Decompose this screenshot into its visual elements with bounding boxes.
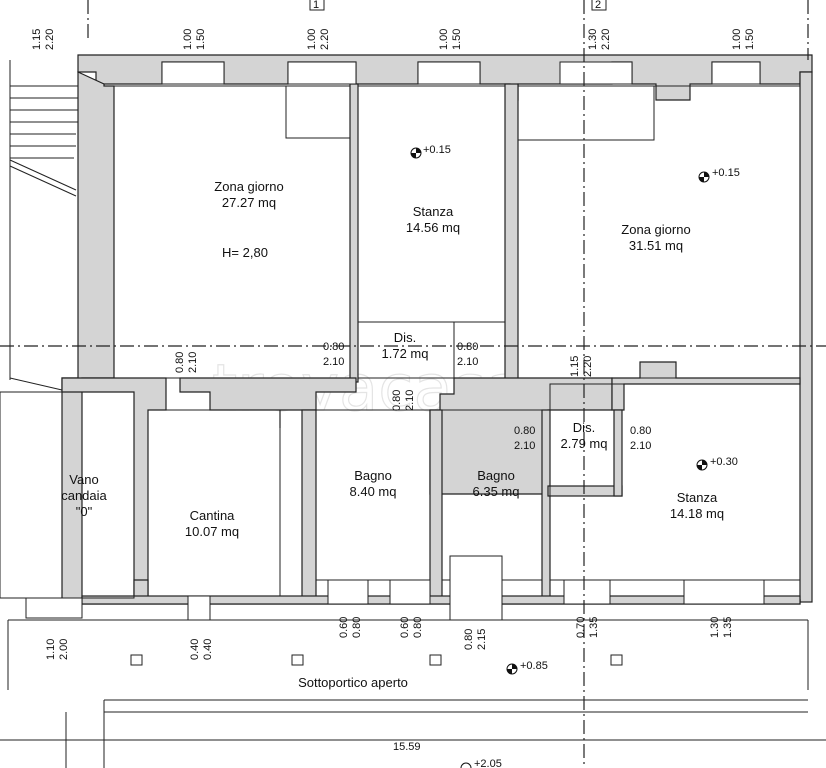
level-marker-stanza-2: +0.30: [696, 456, 738, 471]
room-area-dis-1: 1.72 mq: [382, 346, 429, 361]
svg-text:2.10: 2.10: [630, 440, 651, 452]
level-marker-bottom: +2.05: [460, 758, 502, 768]
room-name-zona-giorno-1: Zona giorno: [214, 179, 283, 194]
svg-text:2.00: 2.00: [58, 639, 70, 660]
room-name-dis-2: Dis.: [573, 420, 595, 435]
svg-text:0.80: 0.80: [412, 617, 424, 638]
level-marker-stanza-1: +0.15: [410, 144, 451, 159]
level-markers: +0.15 +0.15 +0.30 +0.85 +2.05: [410, 144, 740, 768]
svg-text:0.80: 0.80: [323, 341, 344, 353]
room-name-zona-giorno-2: Zona giorno: [621, 222, 690, 237]
svg-text:2.15: 2.15: [476, 629, 488, 650]
svg-text:2.20: 2.20: [44, 29, 56, 50]
svg-text:0.80: 0.80: [514, 425, 535, 437]
overall-dimension: 15.59: [393, 741, 421, 753]
svg-text:1.50: 1.50: [744, 29, 756, 50]
level-marker-zona-giorno-2: +0.15: [698, 167, 740, 183]
room-area-dis-2: 2.79 mq: [561, 436, 608, 451]
level-marker-sottoportico: +0.85: [506, 660, 548, 675]
svg-text:+0.15: +0.15: [712, 167, 740, 179]
room-area-bagno-2: 6.35 mq: [473, 484, 520, 499]
svg-text:0.70: 0.70: [575, 617, 587, 638]
svg-text:0.80: 0.80: [630, 425, 651, 437]
svg-text:2.10: 2.10: [404, 390, 416, 411]
room-name-bagno-1: Bagno: [354, 468, 392, 483]
svg-text:+2.05: +2.05: [474, 758, 502, 768]
svg-text:+0.85: +0.85: [520, 660, 548, 672]
svg-text:0.80: 0.80: [174, 352, 186, 373]
svg-text:0.80: 0.80: [457, 341, 478, 353]
svg-text:1.50: 1.50: [195, 29, 207, 50]
svg-text:1.30: 1.30: [587, 29, 599, 50]
room-area-zona-giorno-1: 27.27 mq: [222, 195, 276, 210]
room-area-zona-giorno-2: 31.51 mq: [629, 238, 683, 253]
unit-markers: 1 2: [309, 0, 607, 11]
svg-text:2.10: 2.10: [187, 352, 199, 373]
svg-text:1.00: 1.00: [306, 29, 318, 50]
svg-text:+0.30: +0.30: [710, 456, 738, 468]
svg-text:2.20: 2.20: [600, 29, 612, 50]
room-name-bagno-2: Bagno: [477, 468, 515, 483]
svg-text:1.00: 1.00: [438, 29, 450, 50]
svg-text:+0.15: +0.15: [423, 144, 451, 156]
svg-text:0.40: 0.40: [202, 639, 214, 660]
svg-text:2.20: 2.20: [319, 29, 331, 50]
svg-text:1.00: 1.00: [182, 29, 194, 50]
svg-text:1.15: 1.15: [569, 356, 581, 377]
room-labels: Zona giorno 27.27 mq H= 2,80 Stanza 14.5…: [61, 179, 724, 690]
room-area-stanza-1: 14.56 mq: [406, 220, 460, 235]
room-area-cantina: 10.07 mq: [185, 524, 239, 539]
svg-text:1.00: 1.00: [731, 29, 743, 50]
svg-text:1.30: 1.30: [709, 617, 721, 638]
svg-text:2.10: 2.10: [457, 356, 478, 368]
svg-text:1.50: 1.50: [451, 29, 463, 50]
room-area-stanza-2: 14.18 mq: [670, 506, 724, 521]
room-name-candaia: candaia: [61, 488, 107, 503]
room-name-stanza-2: Stanza: [677, 490, 718, 505]
svg-text:2.20: 2.20: [582, 356, 594, 377]
svg-text:0.60: 0.60: [399, 617, 411, 638]
svg-text:0.80: 0.80: [351, 617, 363, 638]
room-height-zona-giorno-1: H= 2,80: [222, 245, 268, 260]
svg-text:1.15: 1.15: [31, 29, 43, 50]
room-name-zero: "0": [76, 504, 93, 519]
svg-text:0.60: 0.60: [338, 617, 350, 638]
room-area-bagno-1: 8.40 mq: [350, 484, 397, 499]
svg-text:1.10: 1.10: [45, 639, 57, 660]
room-name-sottoportico: Sottoportico aperto: [298, 675, 408, 690]
room-name-dis-1: Dis.: [394, 330, 416, 345]
svg-text:2.10: 2.10: [323, 356, 344, 368]
svg-text:0.80: 0.80: [391, 390, 403, 411]
room-name-stanza-1: Stanza: [413, 204, 454, 219]
room-name-cantina: Cantina: [190, 508, 236, 523]
room-name-vano: Vano: [69, 472, 98, 487]
walls: [61, 54, 813, 605]
svg-text:1.35: 1.35: [722, 617, 734, 638]
portico-columns: [130, 654, 623, 666]
svg-text:0.80: 0.80: [463, 629, 475, 650]
svg-text:0.40: 0.40: [189, 639, 201, 660]
unit-label-2: 2: [595, 0, 601, 11]
svg-text:2.10: 2.10: [514, 440, 535, 452]
unit-label-1: 1: [313, 0, 319, 11]
svg-text:1.35: 1.35: [588, 617, 600, 638]
windows: [25, 61, 765, 621]
